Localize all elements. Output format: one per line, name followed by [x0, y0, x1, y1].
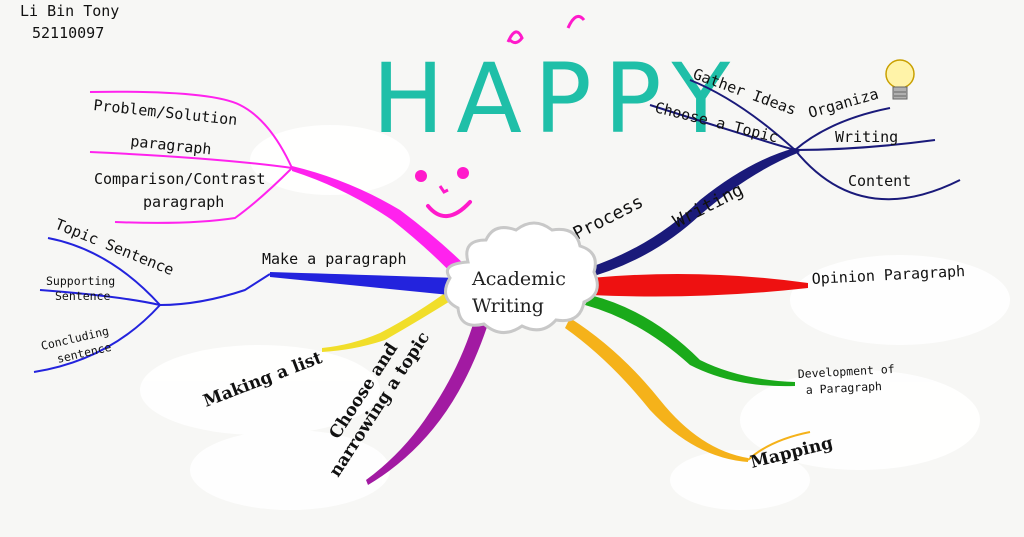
lightbulb-icon [885, 59, 915, 100]
doodle-brow-left [506, 30, 524, 45]
topic-sentence-label: Topic Sentence [53, 215, 177, 279]
supporting-sentence-line2: Sentence [55, 289, 110, 303]
problem-solution-line1: Problem/Solution [93, 96, 239, 129]
center-node [444, 221, 599, 334]
background-clouds [140, 125, 1010, 510]
organiza-label: Organiza [806, 85, 880, 122]
supporting-sentence-line1: Supporting [46, 274, 115, 288]
branch-process-writing [575, 79, 961, 280]
branch-mapping [565, 318, 748, 462]
branch-make-paragraph [33, 237, 460, 373]
writing-sub-label: Writing [835, 128, 898, 146]
mapping-sub-line [747, 431, 811, 461]
center-title-line1: Academic [471, 268, 566, 290]
doodle-brow-right [566, 14, 586, 29]
comparison-contrast-line1: Comparison/Contrast [94, 170, 266, 188]
branch-development [585, 295, 795, 387]
content-label: Content [848, 172, 911, 190]
development-label-line2: a Paragraph [805, 379, 882, 397]
branch-opinion [590, 274, 808, 297]
branch-choose-topic [366, 318, 490, 485]
happy-title: HAPPY [372, 43, 742, 155]
branch-making-list [322, 288, 460, 352]
author-name: Li Bin Tony [20, 2, 120, 20]
process-label: Process [570, 191, 647, 244]
center-title-line2: Writing [472, 295, 544, 317]
smiley-face-icon [415, 167, 472, 218]
development-label-line1: Development of [797, 362, 895, 381]
author-id: 52110097 [32, 24, 105, 42]
comparison-contrast-line2: paragraph [143, 193, 224, 211]
writing-branch-label: Writing [670, 179, 747, 232]
make-paragraph-label: Make a paragraph [262, 250, 407, 268]
